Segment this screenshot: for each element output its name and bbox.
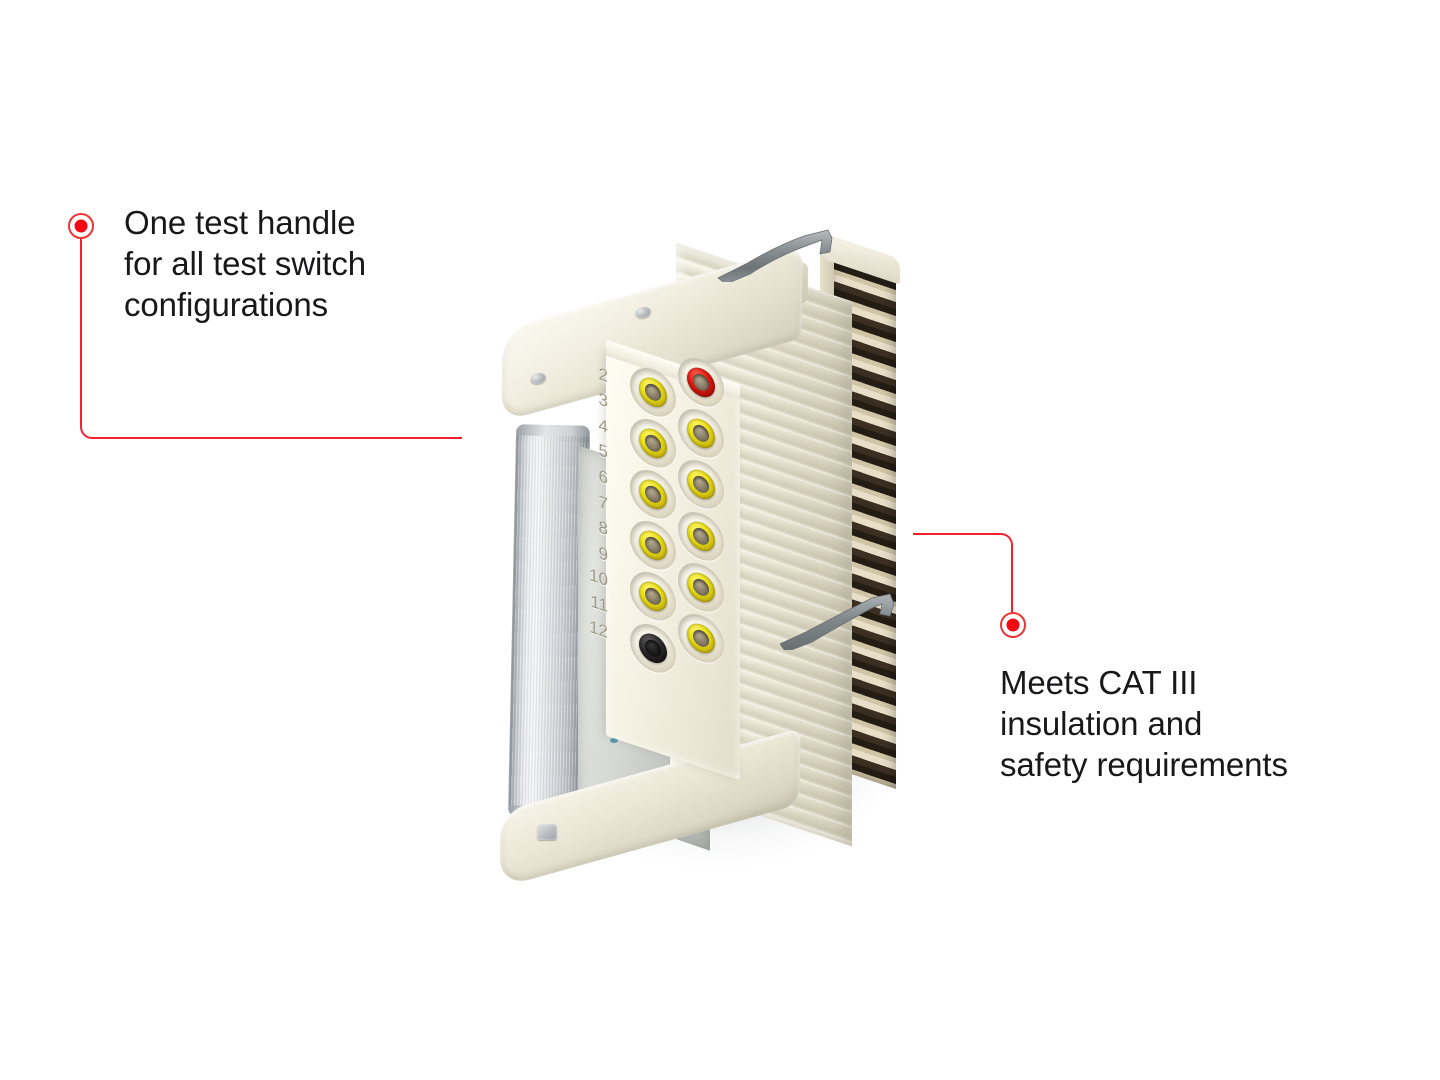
- socket-ring-red: [687, 363, 715, 402]
- screw-head-icon: [537, 824, 557, 840]
- socket-bore: [693, 576, 709, 598]
- callout-right-label: Meets CAT III insulation and safety requ…: [1000, 664, 1288, 783]
- socket-12[interactable]: [630, 617, 676, 679]
- socket-bore: [693, 525, 709, 547]
- socket-bore: [693, 474, 709, 496]
- socket-ring-yellow: [687, 568, 715, 606]
- socket-5[interactable]: [678, 454, 724, 516]
- socket-ring-yellow: [639, 526, 667, 565]
- socket-ring-yellow: [639, 424, 667, 462]
- socket-bore: [693, 422, 709, 445]
- callout-right-marker-icon[interactable]: [1000, 612, 1026, 638]
- callout-left-label: One test handle for all test switch conf…: [124, 204, 367, 323]
- callout-left-leader-line: [80, 239, 462, 439]
- backplate-marking: [610, 738, 618, 743]
- socket-ring-yellow: [639, 475, 667, 513]
- top-mounting-hook-icon: [717, 229, 833, 282]
- socket-2[interactable]: [630, 361, 676, 423]
- socket-11[interactable]: [678, 607, 724, 670]
- socket-3[interactable]: [678, 402, 724, 465]
- socket-bore: [645, 381, 661, 403]
- callout-left-marker-icon[interactable]: [68, 213, 94, 239]
- socket-ring-black: [639, 629, 667, 667]
- bottom-mounting-hook-icon: [780, 593, 895, 650]
- handle-top-cap: [515, 424, 591, 437]
- socket-ring-yellow: [639, 373, 667, 411]
- socket-4[interactable]: [630, 412, 676, 474]
- socket-9[interactable]: [678, 556, 724, 618]
- socket-bore: [693, 627, 709, 650]
- socket-bore: [645, 534, 661, 557]
- socket-bore: [645, 637, 661, 659]
- socket-bore: [693, 371, 709, 394]
- socket-7[interactable]: [678, 505, 724, 567]
- callout-right-leader-line: [913, 533, 1013, 615]
- socket-ring-yellow: [639, 578, 667, 616]
- socket-10[interactable]: [630, 566, 676, 628]
- socket-ring-yellow: [687, 414, 715, 453]
- socket-ring-yellow: [687, 517, 715, 555]
- socket-ring-yellow: [687, 466, 715, 504]
- socket-6[interactable]: [630, 463, 676, 526]
- socket-8[interactable]: [630, 514, 676, 577]
- socket-bore: [645, 586, 661, 608]
- socket-bore: [645, 432, 661, 454]
- socket-ring-yellow: [687, 619, 715, 658]
- socket-bore: [645, 483, 661, 505]
